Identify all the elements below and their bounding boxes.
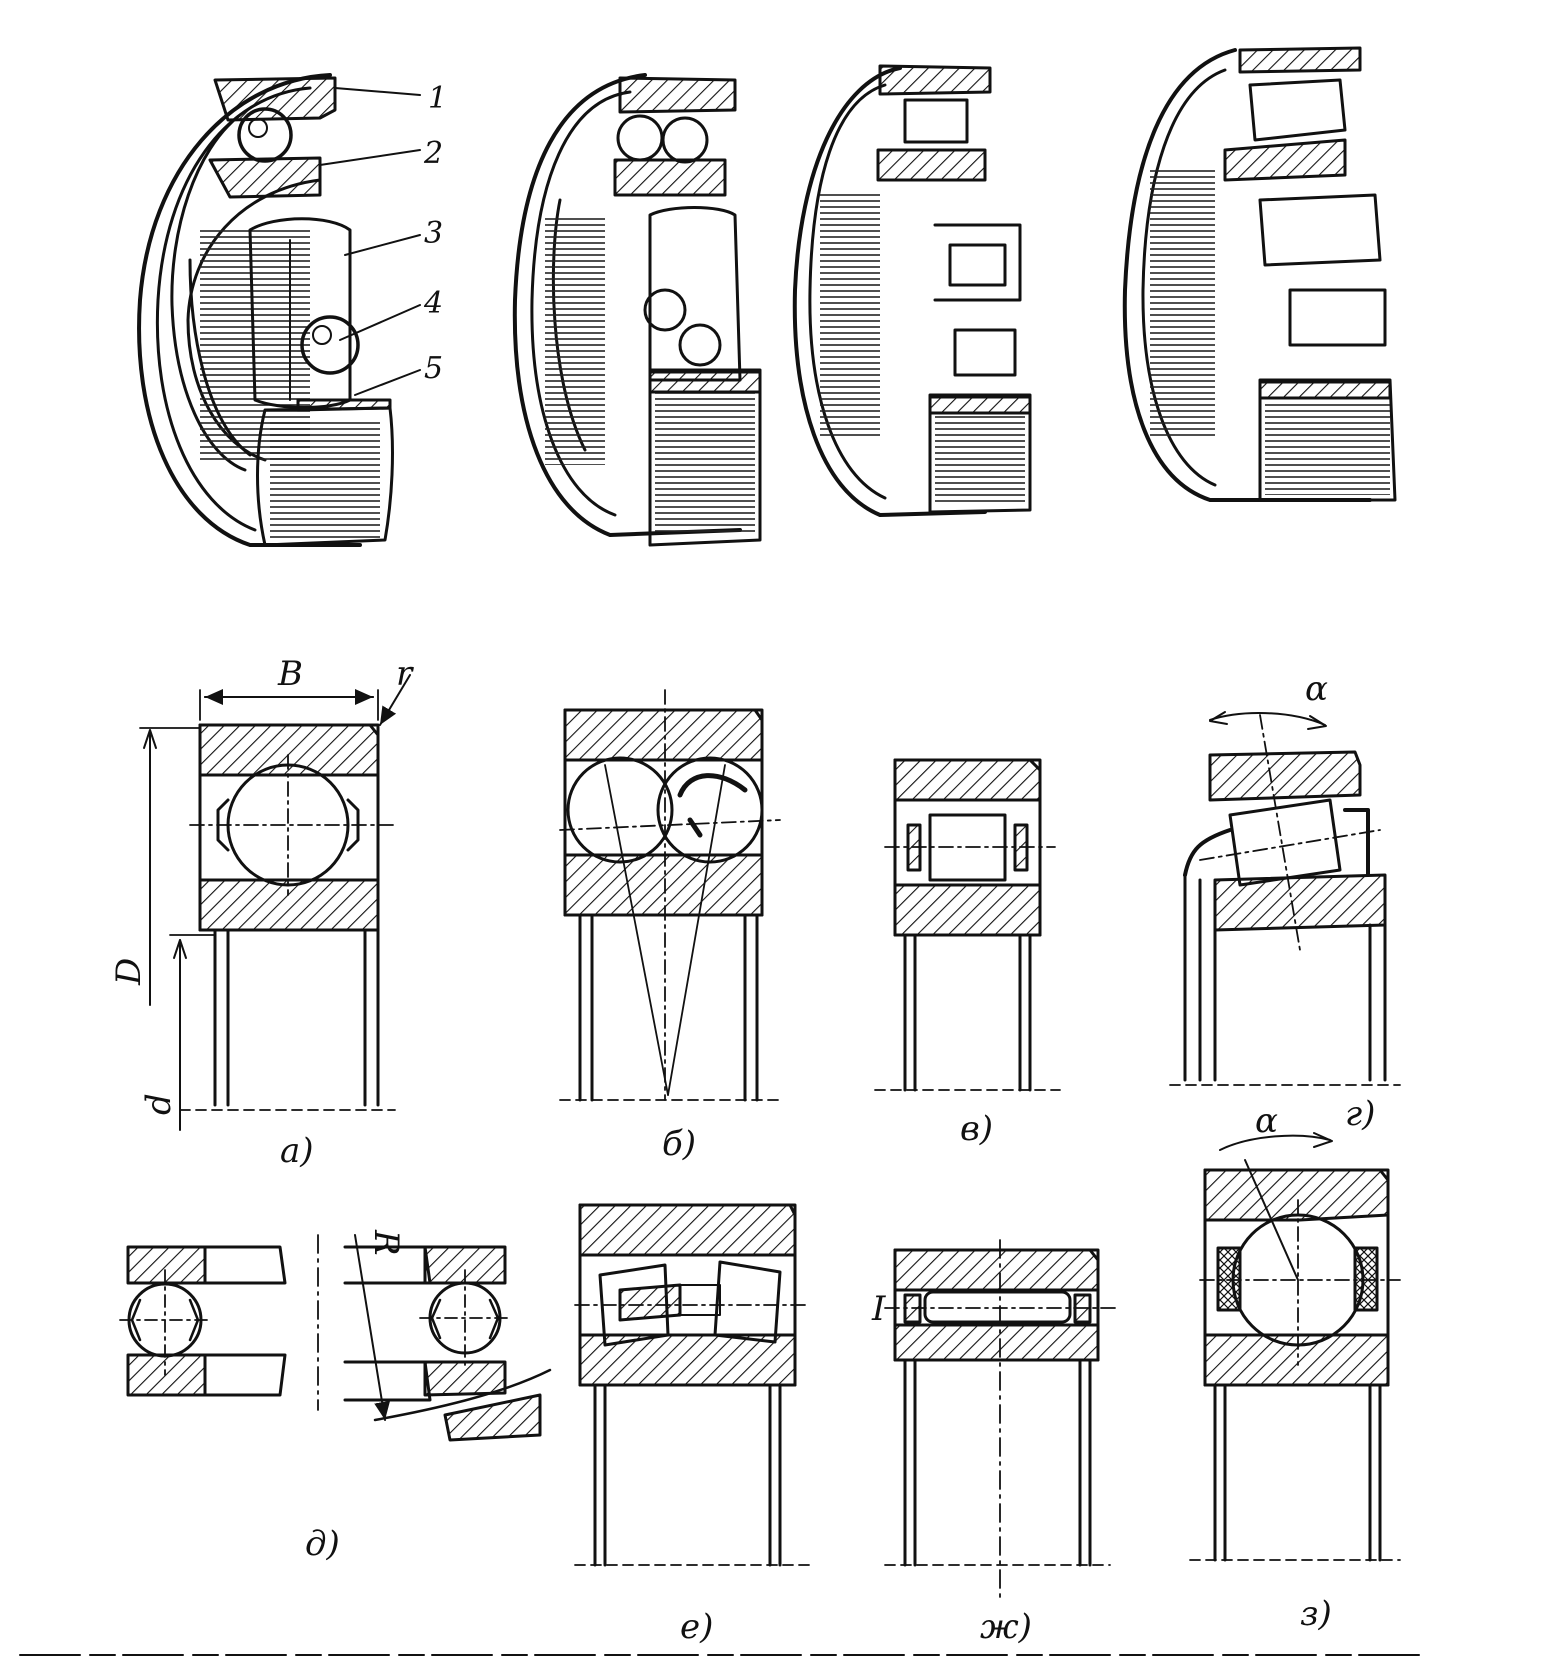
dim-B-label: B — [277, 654, 303, 694]
axis-mark-I: I — [871, 1289, 886, 1329]
bearing-self-aligning-perspective — [512, 73, 762, 547]
callout-4: 4 — [423, 286, 443, 321]
dim-D-label: D — [109, 958, 149, 986]
dimension-labels: B r D d α α R I — [109, 654, 1328, 1329]
caption-z: з) — [1300, 1594, 1332, 1634]
caption-a: а) — [280, 1131, 314, 1171]
section-v-cylindrical — [874, 758, 1061, 1092]
dim-alpha-z-label: α — [1255, 1101, 1278, 1141]
section-zh-needle — [884, 1239, 1116, 1601]
dim-R-label: R — [366, 1229, 406, 1256]
section-b-self-aligning — [559, 689, 781, 1102]
callout-2: 2 — [423, 136, 443, 171]
caption-e: е) — [680, 1607, 713, 1647]
caption-d: д) — [305, 1524, 340, 1564]
section-e-spherical-roller — [574, 1203, 811, 1567]
caption-b: б) — [662, 1124, 696, 1164]
caption-v: в) — [960, 1109, 993, 1149]
section-a-ball-bearing — [139, 674, 411, 1131]
section-z-angular-contact — [1189, 1132, 1401, 1562]
callout-1: 1 — [428, 81, 447, 116]
section-g-tapered — [1169, 711, 1401, 1086]
bearing-tapered-roller-perspective — [1122, 46, 1397, 502]
bearing-cylindrical-roller-perspective — [792, 64, 1032, 517]
section-d-thrust — [119, 1234, 552, 1442]
captions: а) б) в) г) д) е) ж) з) — [280, 1094, 1375, 1647]
callout-numbers: 1 2 3 4 5 — [423, 81, 447, 386]
callout-5: 5 — [424, 351, 443, 386]
bearing-ball-perspective — [137, 73, 421, 547]
dim-r-label: r — [396, 654, 414, 694]
dim-d-label: d — [139, 1093, 179, 1115]
dim-alpha-g-label: α — [1305, 669, 1328, 709]
caption-zh: ж) — [980, 1607, 1032, 1647]
callout-3: 3 — [424, 216, 443, 251]
caption-g: г) — [1345, 1094, 1375, 1134]
